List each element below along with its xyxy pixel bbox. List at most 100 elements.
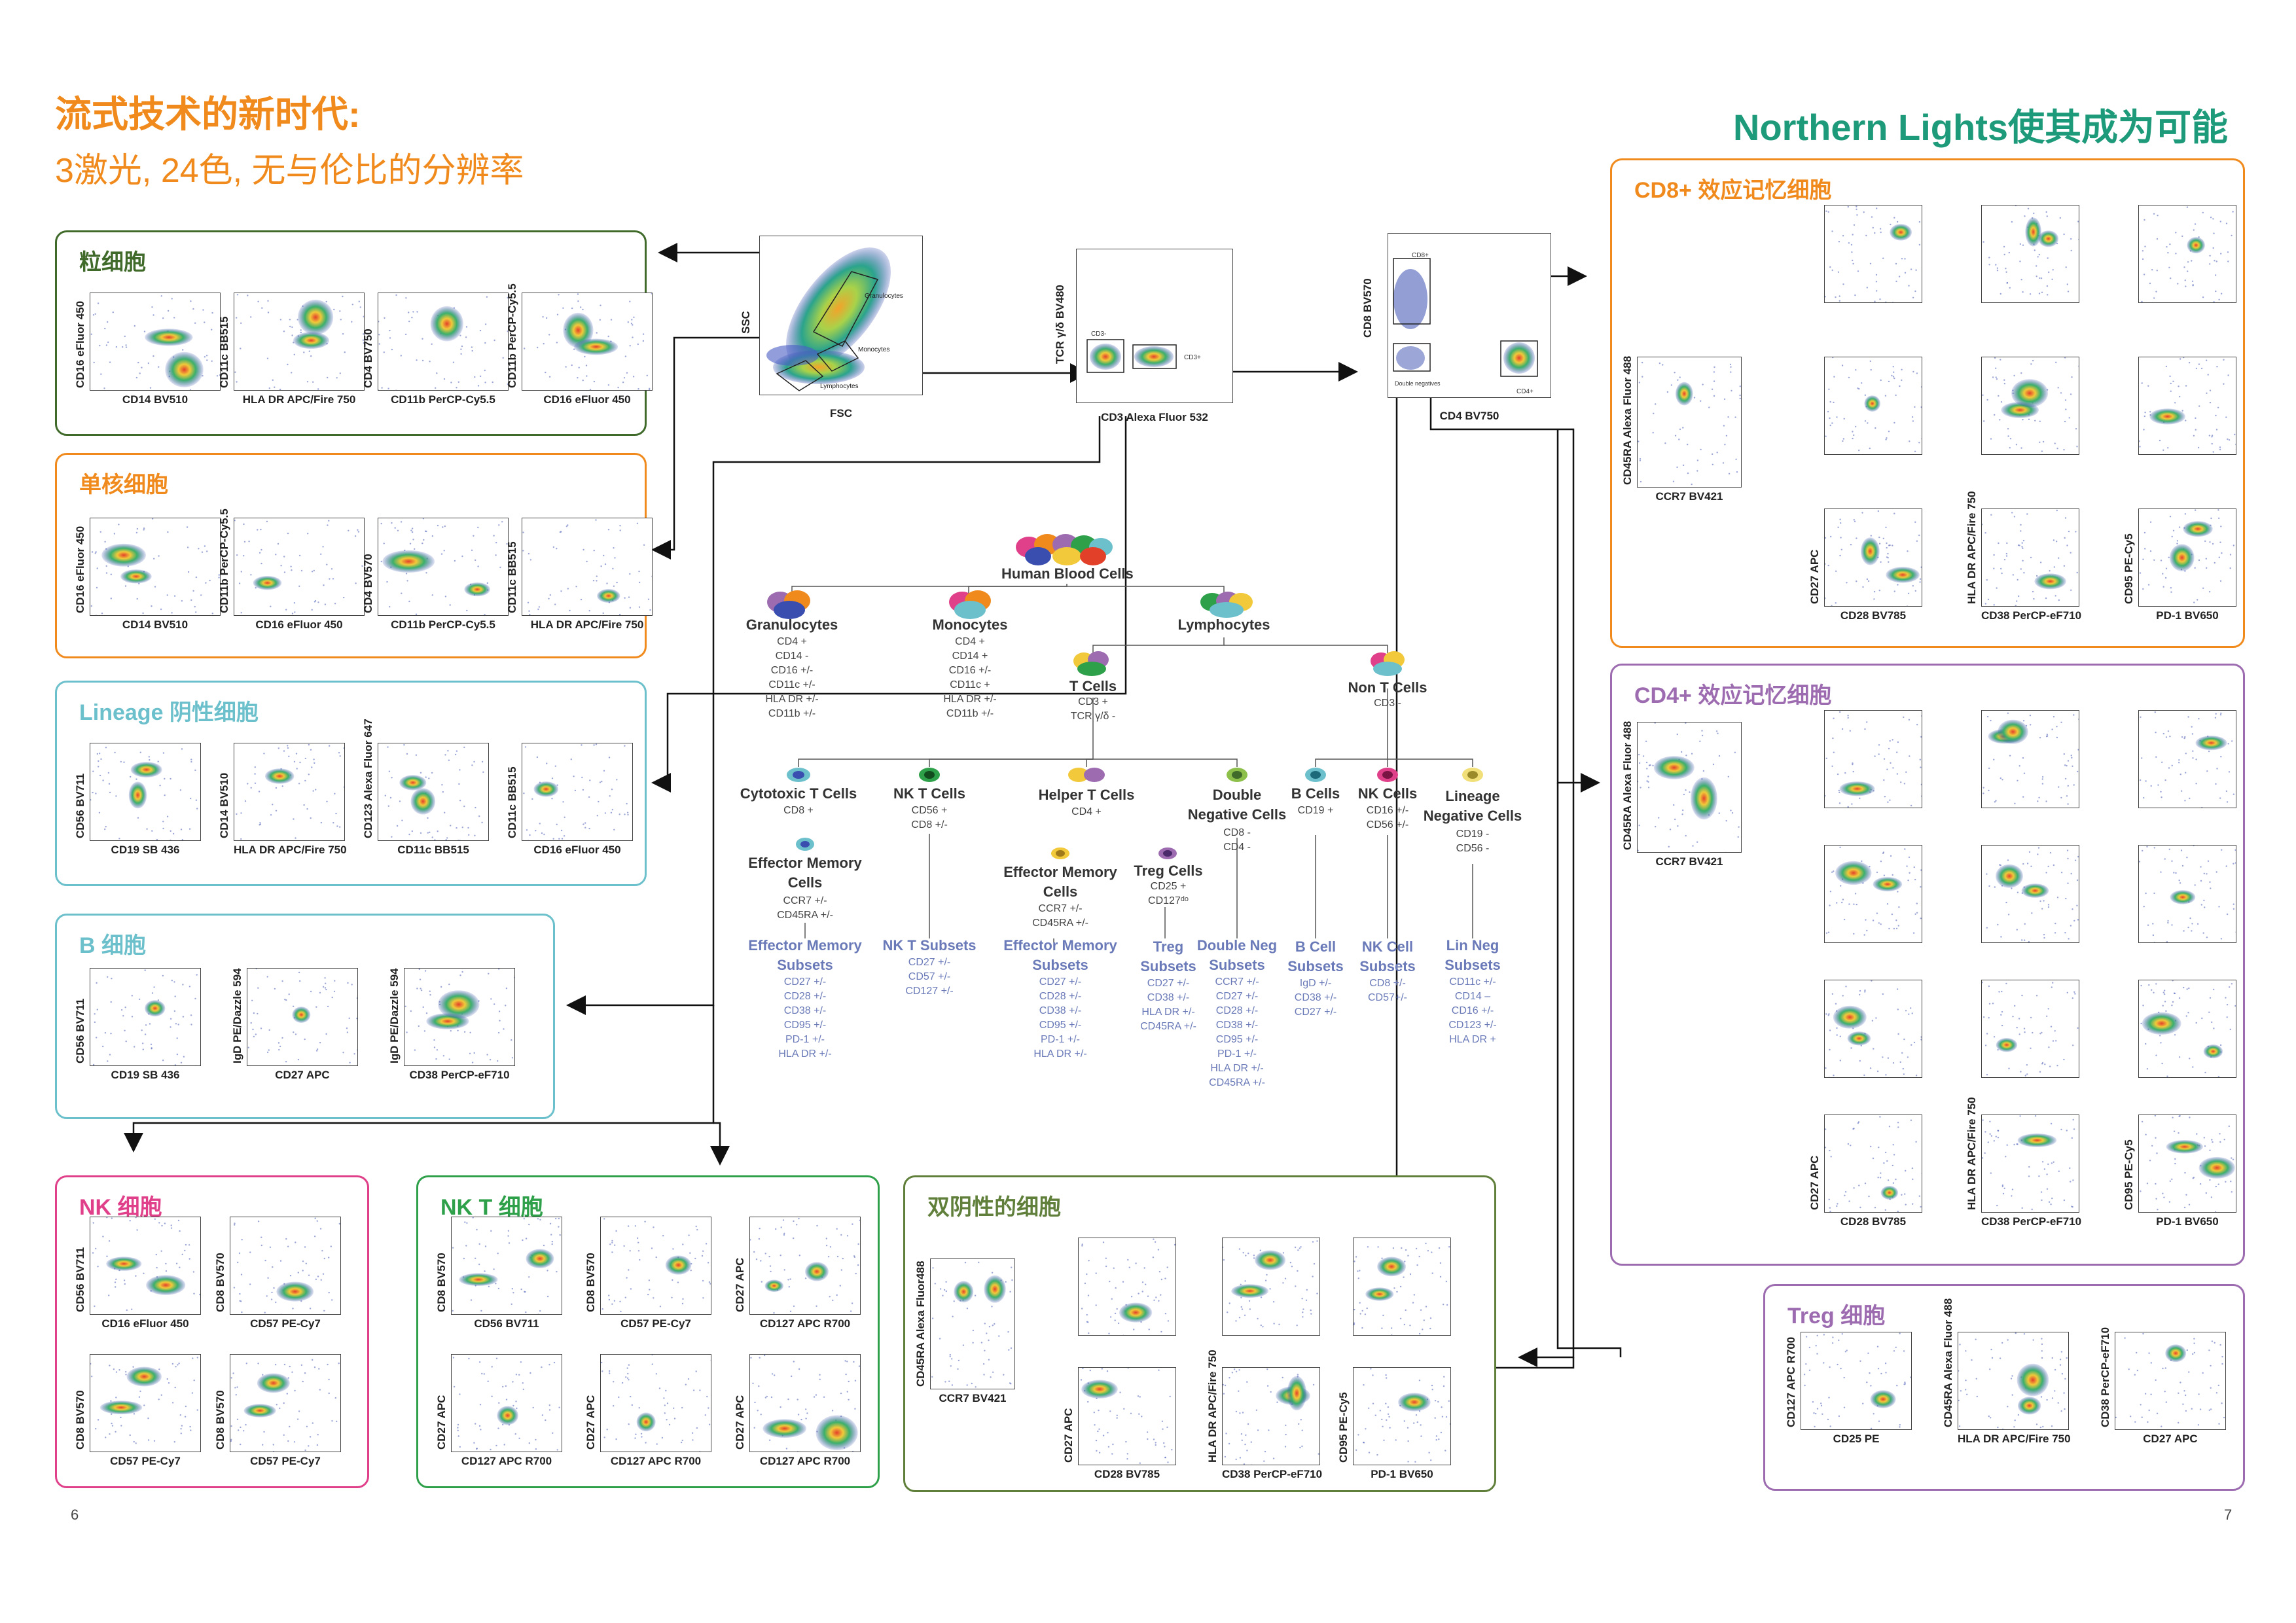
plot-area xyxy=(1824,1115,1922,1213)
plot-density xyxy=(524,293,652,390)
plot-density xyxy=(1982,1115,2075,1211)
nkt-icon xyxy=(919,768,940,782)
panel-dn-title: 双阴性的细胞 xyxy=(927,1195,1061,1220)
plot-area xyxy=(451,1354,562,1452)
plot-x-label: CD56 BV711 xyxy=(474,1317,539,1330)
gate-label-cd3-neg: CD3- xyxy=(1091,330,1106,338)
plot-x-label: CD16 eFluor 450 xyxy=(255,618,343,631)
plot-y-label: CD45RA Alexa Fluor 488 xyxy=(1621,355,1634,485)
plot-area xyxy=(378,518,509,616)
plot-density xyxy=(1825,357,1922,452)
plot-area xyxy=(230,1217,341,1315)
tree-treg: Treg Cells xyxy=(1134,863,1203,879)
plot-area xyxy=(1981,845,2079,943)
panel-monocytes-title: 单核细胞 xyxy=(79,473,168,497)
plot-density xyxy=(384,744,484,840)
plot-y-label: CD127 APC R700 xyxy=(1785,1336,1797,1427)
granulocyte-icon xyxy=(767,590,810,619)
plot-area xyxy=(1078,1238,1176,1336)
plot-x-label: CD127 APC R700 xyxy=(759,1455,851,1467)
plot-density xyxy=(1958,1332,2068,1429)
panel-nk-title: NK 细胞 xyxy=(79,1195,162,1220)
plot-density xyxy=(234,294,364,390)
plot-y-label: CD56 BV711 xyxy=(74,998,86,1063)
plot-density xyxy=(1223,1240,1318,1328)
tree-granulocytes: Granulocytes xyxy=(745,616,838,633)
plot-y-label: HLA DR APC/Fire 750 xyxy=(1965,491,1978,604)
tree-nkt-markers: CD56 + CD8 +/- xyxy=(911,805,948,830)
plot-area xyxy=(90,1354,201,1452)
plot-y-label: CD11b PerCP-Cy5.5 xyxy=(506,283,518,388)
plot-x-label: CD28 BV785 xyxy=(1840,1215,1907,1228)
plot-x-label: CD25 PE xyxy=(1833,1433,1880,1445)
flow-plot xyxy=(2123,845,2238,960)
plot-x-label: CD28 BV785 xyxy=(1840,609,1907,622)
plot-area xyxy=(404,968,515,1066)
plot-density xyxy=(931,1261,1013,1388)
plot-density xyxy=(2140,980,2236,1077)
flow-plot xyxy=(1808,205,1924,320)
page-title: 流式技术的新时代: xyxy=(55,94,361,135)
plot-x-label: CD127 APC R700 xyxy=(759,1317,851,1330)
plot-density xyxy=(2139,846,2236,942)
plot-y-label: CD27 APC xyxy=(584,1395,597,1450)
flow-plot xyxy=(2123,357,2238,472)
plot-y-label: CD14 BV510 xyxy=(218,772,230,838)
plot-area xyxy=(247,968,358,1066)
plot-area xyxy=(1958,1332,2069,1430)
plot-area xyxy=(600,1354,711,1452)
plot-x-label: CD11c BB515 xyxy=(397,844,469,856)
effmem-cd4-icon xyxy=(1051,847,1069,859)
tree-lines xyxy=(767,534,1483,942)
scatter-gate-plot: Granulocytes Monocytes Lymphocytes SSC F… xyxy=(740,236,923,419)
subset-effmem-cd4-items: CD27 +/- CD28 +/- CD38 +/- CD95 +/- PD-1… xyxy=(1033,976,1087,1060)
panel-bcells-title: B 细胞 xyxy=(79,933,146,958)
subset-linneg-title: Lin Neg Subsets xyxy=(1444,937,1501,973)
plot-area xyxy=(1824,508,1922,607)
tree-tcells: T Cells xyxy=(1069,678,1117,694)
panel-nkt-title: NK T 细胞 xyxy=(440,1195,543,1220)
plot-y-label: CD123 Alexa Fluor 647 xyxy=(362,719,374,838)
plot-density xyxy=(2139,711,2234,808)
plot-x-label: CCR7 BV421 xyxy=(939,1392,1007,1404)
plot-area xyxy=(1637,722,1742,853)
plot-y-label: IgD PE/Dazzle 594 xyxy=(388,968,401,1063)
plot-area xyxy=(522,743,633,841)
brand-title: Northern Lights使其成为可能 xyxy=(1733,107,2228,148)
flow-plot xyxy=(1808,845,1924,960)
plot-x-label: CD11b PerCP-Cy5.5 xyxy=(391,618,495,631)
plot-y-label: CD8 BV570 xyxy=(214,1253,226,1312)
plot-y-label: CD38 PerCP-eF710 xyxy=(2099,1327,2111,1427)
subset-linneg-items: CD11c +/- CD14 – CD16 +/- CD123 +/- HLA … xyxy=(1448,976,1497,1045)
plot-y-label: CD95 PE-Cy5 xyxy=(2123,533,2135,604)
plot-x-label: CD16 eFluor 450 xyxy=(533,844,621,856)
plot-area xyxy=(2138,508,2236,607)
plot-density xyxy=(380,518,508,615)
plot-area xyxy=(1981,1115,2079,1213)
plot-density xyxy=(1982,509,2078,606)
cd4cd8-plot-area: CD8+ CD4+ Double negatives xyxy=(1388,233,1551,398)
subset-effmem-cd8-title: Effector Memory Subsets xyxy=(748,937,862,973)
scatter-y-label: SSC xyxy=(740,311,752,334)
plot-area xyxy=(2138,205,2236,303)
tree-effmem-cd8: Effector Memory Cells xyxy=(748,855,862,891)
tree-linneg: Lineage Negative Cells xyxy=(1423,788,1522,824)
plot-y-label: CD11b PerCP-Cy5.5 xyxy=(218,508,230,613)
plot-y-label: CD95 PE-Cy5 xyxy=(1337,1392,1350,1463)
plot-x-label: CD16 eFluor 450 xyxy=(543,393,631,406)
